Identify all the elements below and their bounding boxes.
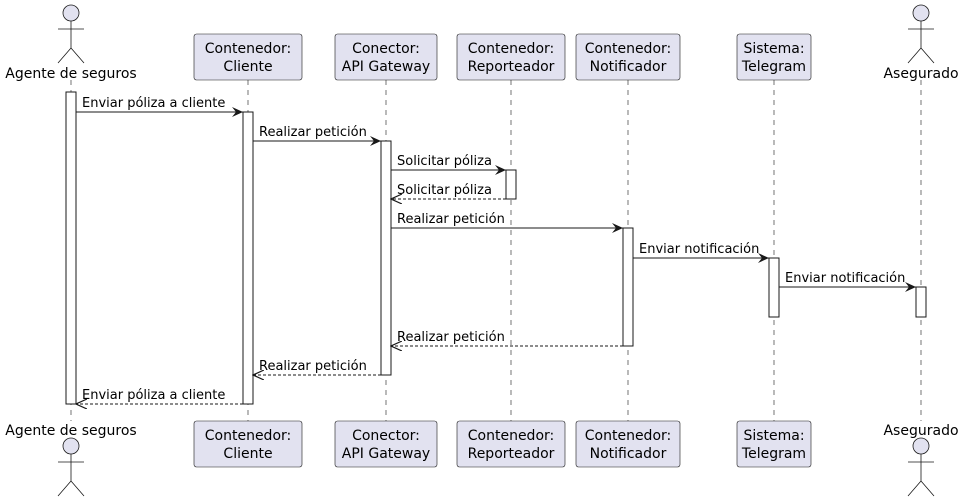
participant-box — [334, 420, 438, 468]
participant-box — [575, 420, 681, 468]
message-label-2: Realizar petición — [259, 125, 367, 140]
actor-body-icon — [57, 21, 85, 64]
participant-label: Telegram — [741, 446, 806, 462]
participant-label: Cliente — [223, 59, 272, 75]
participant-box — [334, 33, 438, 81]
actor-body-icon — [907, 21, 935, 64]
actor-label: Agente de seguros — [5, 423, 136, 439]
activation-bar-gateway — [380, 140, 392, 376]
activation-bar-asegurado — [915, 286, 927, 318]
participant-box — [456, 33, 566, 81]
participant-gateway-top: Conector: API Gateway — [334, 33, 438, 81]
participant-label: Contenedor: — [468, 41, 554, 57]
message-label-3: Solicitar póliza — [397, 154, 492, 169]
participant-label: Sistema: — [743, 428, 804, 444]
actor-asegurado-top: Asegurado — [883, 4, 959, 82]
participant-label: Sistema: — [743, 41, 804, 57]
participant-label: Contenedor: — [205, 428, 291, 444]
participant-label: Reporteador — [468, 59, 555, 75]
message-label-10: Enviar póliza a cliente — [82, 388, 225, 403]
participant-label: Contenedor: — [205, 41, 291, 57]
participant-box — [736, 420, 812, 468]
participant-reporteador-top: Contenedor: Reporteador — [456, 33, 566, 81]
participant-telegram-top: Sistema: Telegram — [736, 33, 812, 81]
participant-label: Telegram — [741, 59, 806, 75]
message-label-7: Enviar notificación — [785, 271, 905, 286]
participant-label: Conector: — [352, 41, 420, 57]
participant-notificador-top: Contenedor: Notificador — [575, 33, 681, 81]
message-label-8: Realizar petición — [397, 330, 505, 345]
actor-asegurado-bottom: Asegurado — [883, 423, 959, 497]
participant-box — [456, 420, 566, 468]
participant-label: Notificador — [590, 446, 667, 462]
participant-reporteador-bottom: Contenedor: Reporteador — [456, 420, 566, 468]
activation-bar-telegram — [768, 257, 780, 318]
participant-gateway-bottom: Conector: API Gateway — [334, 420, 438, 468]
participant-label: Contenedor: — [585, 41, 671, 57]
participant-label: API Gateway — [342, 446, 430, 462]
message-label-1: Enviar póliza a cliente — [82, 96, 225, 111]
actor-body-icon — [57, 454, 85, 497]
participant-telegram-bottom: Sistema: Telegram — [736, 420, 812, 468]
participant-label: API Gateway — [342, 59, 430, 75]
activation-bar-notificador — [622, 227, 634, 347]
actor-body-icon — [907, 454, 935, 497]
actor-agente-bottom: Agente de seguros — [5, 423, 137, 497]
actor-head-icon — [912, 4, 930, 22]
message-label-5: Realizar petición — [397, 212, 505, 227]
actor-head-icon — [62, 4, 80, 22]
message-label-4: Solicitar póliza — [397, 183, 492, 198]
activation-bar-reporteador — [505, 169, 517, 200]
actor-head-icon — [912, 437, 930, 455]
participant-cliente-top: Contenedor: Cliente — [193, 33, 303, 81]
participant-label: Cliente — [223, 446, 272, 462]
actor-head-icon — [62, 437, 80, 455]
actor-agente-top: Agente de seguros — [5, 4, 137, 82]
participant-label: Contenedor: — [585, 428, 671, 444]
actor-label: Agente de seguros — [5, 66, 136, 82]
activation-bar-cliente — [242, 111, 254, 405]
actor-label: Asegurado — [883, 66, 958, 82]
participant-cliente-bottom: Contenedor: Cliente — [193, 420, 303, 468]
message-label-6: Enviar notificación — [639, 242, 759, 257]
participant-label: Reporteador — [468, 446, 555, 462]
participant-box — [193, 33, 303, 81]
participant-notificador-bottom: Contenedor: Notificador — [575, 420, 681, 468]
participant-label: Contenedor: — [468, 428, 554, 444]
participant-label: Conector: — [352, 428, 420, 444]
actor-label: Asegurado — [883, 423, 958, 439]
participant-label: Notificador — [590, 59, 667, 75]
participant-box — [736, 33, 812, 81]
participant-box — [575, 33, 681, 81]
participant-box — [193, 420, 303, 468]
message-label-9: Realizar petición — [259, 359, 367, 374]
activation-bar-agente — [65, 91, 77, 405]
